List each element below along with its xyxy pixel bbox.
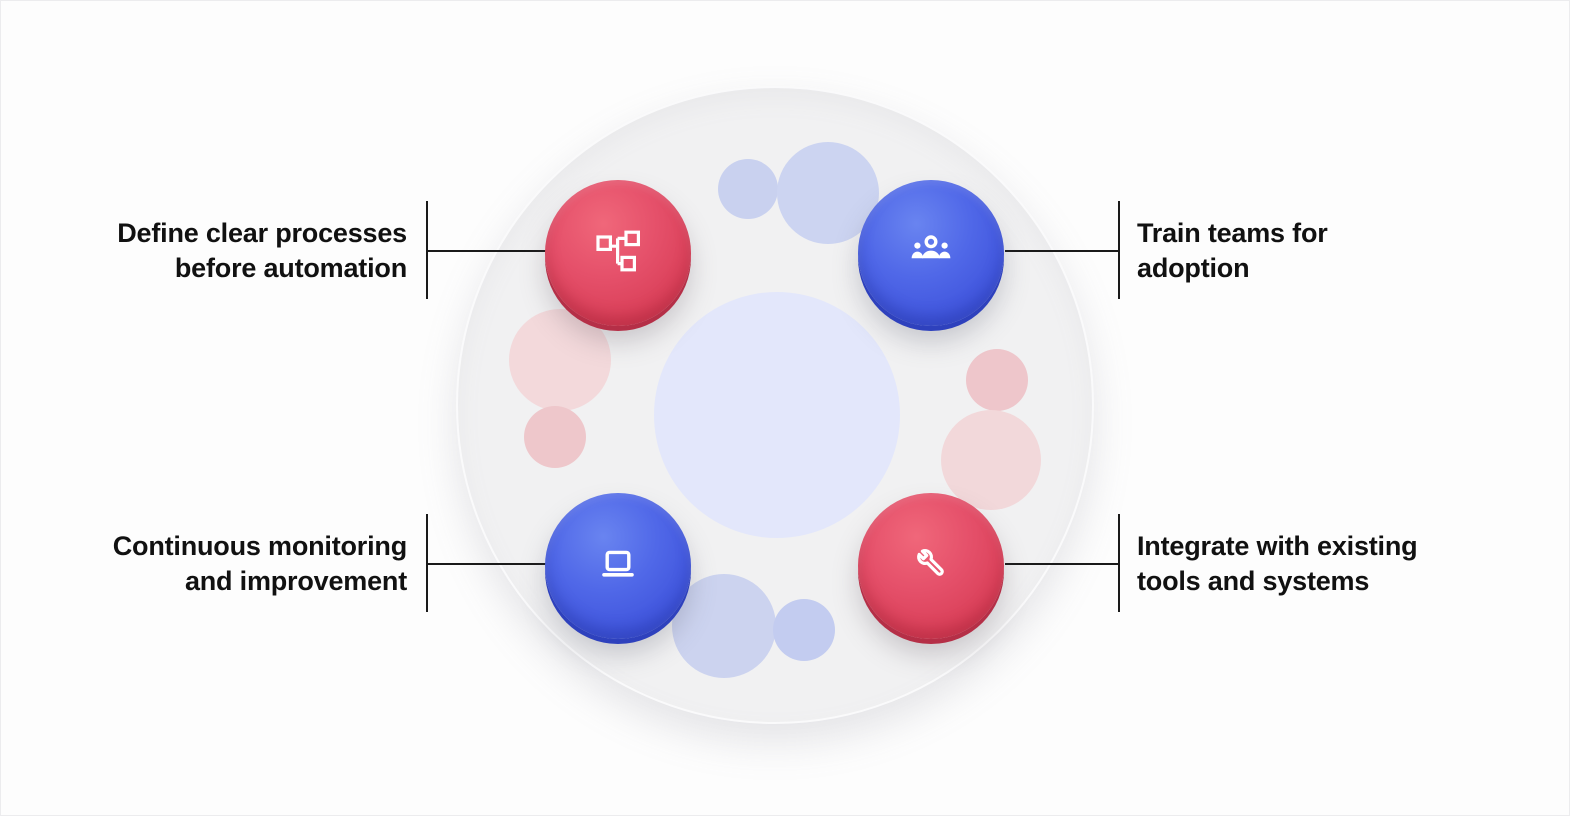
label-line: Continuous monitoring [112,531,407,561]
node-label-continuous-monitoring: Continuous monitoring and improvement [113,529,407,599]
connector-bracket [1118,514,1120,612]
decorative-bubble [509,309,611,411]
node-integrate-tools [858,493,1004,639]
node-train-teams [858,180,1004,326]
node-label-define-processes: Define clear processes before automation [117,216,407,286]
decorative-bubble [941,410,1041,510]
team-icon [907,227,955,280]
decorative-bubble [966,349,1028,411]
node-define-processes [545,180,691,326]
label-line: Integrate with existing [1137,531,1418,561]
label-line: before automation [174,253,407,283]
label-line: and improvement [184,566,407,596]
label-line: adoption [1137,253,1250,283]
label-line: Define clear processes [117,218,407,248]
label-line: tools and systems [1137,566,1370,596]
center-circle [654,292,900,538]
flowchart-icon [594,227,642,280]
connector-line [1005,563,1119,565]
label-line: Train teams for [1137,218,1328,248]
wrench-icon [907,540,955,593]
connector-line [427,250,546,252]
node-label-train-teams: Train teams for adoption [1137,216,1328,286]
connector-bracket [1118,201,1120,299]
connector-line [1005,250,1119,252]
decorative-bubble [718,159,778,219]
decorative-bubble [672,574,776,678]
connector-line [427,563,546,565]
node-continuous-monitoring [545,493,691,639]
decorative-bubble [773,599,835,661]
decorative-bubble [524,406,586,468]
laptop-icon [594,540,642,593]
node-label-integrate-tools: Integrate with existing tools and system… [1137,529,1418,599]
